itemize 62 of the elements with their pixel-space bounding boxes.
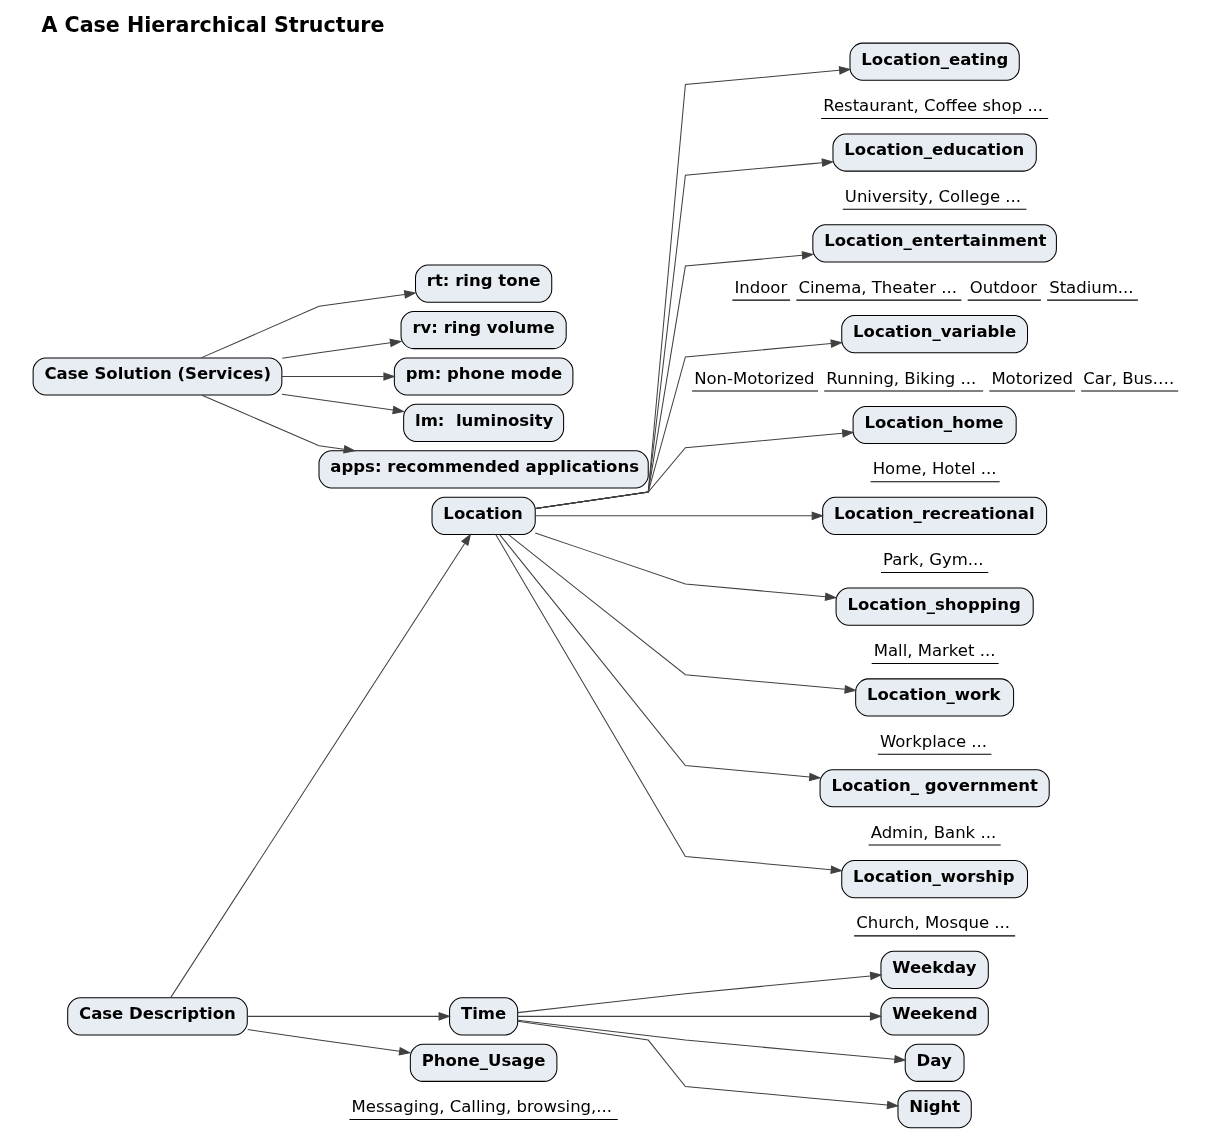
arrow <box>200 394 356 454</box>
arrow <box>246 1029 411 1056</box>
node-box: Location <box>431 496 536 535</box>
node-box: Location_education <box>831 133 1037 172</box>
arrow <box>200 290 417 359</box>
node-box: Location_eating <box>849 42 1020 81</box>
arrow <box>534 511 824 521</box>
diagram-title: A Case Hierarchical Structure <box>40 12 384 37</box>
node-box: Case Solution (Services) <box>32 357 282 396</box>
node-box: Time <box>448 997 518 1036</box>
node-box: Location_variable <box>840 315 1028 354</box>
node-box: Location_recreational <box>821 496 1047 535</box>
node-box: Night <box>896 1090 972 1129</box>
node-label: Church, Mosque ... <box>855 913 1010 933</box>
node-label: Non-Motorized <box>693 368 815 388</box>
node-box: Location_work <box>854 678 1014 717</box>
node-label: Stadium... <box>1048 277 1134 297</box>
arrow <box>516 1019 907 1064</box>
node-box: Day <box>904 1043 965 1082</box>
node-label: Mall, Market ... <box>873 640 995 660</box>
arrow <box>517 1012 882 1021</box>
node-label: Indoor <box>733 277 787 297</box>
arrow <box>281 338 402 359</box>
node-box: rt: ring tone <box>414 264 552 303</box>
node-box: Location_ government <box>819 769 1050 808</box>
node-box: Weekend <box>879 997 989 1036</box>
node-box: Location_entertainment <box>811 224 1057 263</box>
node-label: Outdoor <box>969 277 1037 297</box>
arrow <box>246 1012 451 1021</box>
node-label: Workplace ... <box>879 731 987 751</box>
node-box: pm: phone mode <box>393 357 573 396</box>
node-label: Motorized <box>990 368 1073 388</box>
node-box: Location_shopping <box>835 587 1034 626</box>
node-box: Weekday <box>879 950 989 989</box>
node-label: Cinema, Theater ... <box>797 277 957 297</box>
arrow <box>534 339 843 509</box>
arrow <box>498 534 822 782</box>
node-box: Location_worship <box>840 860 1028 899</box>
node-box: apps: recommended applications <box>318 450 649 489</box>
arrow <box>534 66 851 509</box>
arrow <box>280 372 396 381</box>
node-label: Restaurant, Coffee shop ... <box>822 96 1043 116</box>
node-label: Home, Hotel ... <box>872 459 997 479</box>
node-label: Park, Gym... <box>882 550 984 570</box>
arrow <box>516 1020 899 1110</box>
arrow <box>534 429 855 509</box>
node-box: Location_home <box>852 405 1017 445</box>
node-box: Phone_Usage <box>409 1043 557 1082</box>
node-label: Running, Biking ... <box>825 368 976 388</box>
node-box: Case Description <box>66 997 248 1036</box>
node-box: lm: luminosity <box>402 403 564 443</box>
node-label: University, College ... <box>844 186 1021 206</box>
arrow <box>516 971 882 1014</box>
arrow <box>507 534 857 694</box>
node-label: Admin, Bank ... <box>870 822 996 842</box>
node-label: Car, Bus…. <box>1082 368 1174 388</box>
arrow <box>169 533 471 999</box>
arrow <box>494 534 843 874</box>
arrow <box>534 532 837 602</box>
arrow <box>280 393 405 415</box>
node-box: rv: ring volume <box>400 310 567 350</box>
node-label: Messaging, Calling, browsing,... <box>351 1097 612 1117</box>
